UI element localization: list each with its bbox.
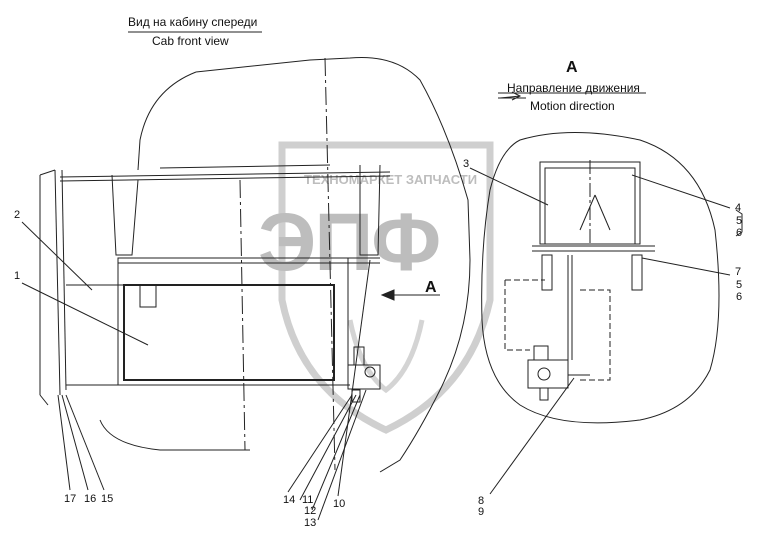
- callout-10: 10: [333, 498, 346, 510]
- callout-13: 13: [304, 517, 317, 529]
- main-title-ru: Вид на кабину спереди: [128, 15, 258, 29]
- callout-4: 4: [735, 202, 742, 214]
- watermark-text: ТЕХНОМАРКЕТ ЗАПЧАСТИ: [304, 172, 478, 187]
- callout-17: 17: [64, 493, 77, 505]
- callout-9: 9: [478, 506, 485, 518]
- callout-16: 16: [84, 493, 97, 505]
- callout-11: 11: [302, 494, 314, 506]
- callout-7: 7: [735, 266, 742, 278]
- callout-6: 6: [736, 227, 743, 239]
- watermark-logo: ЭПФ: [258, 197, 441, 288]
- callout-14: 14: [283, 494, 296, 506]
- view-a-letter: A: [566, 59, 578, 76]
- callout-5b: 5: [736, 279, 743, 291]
- view-a-marker: A: [425, 279, 437, 296]
- callout-5: 5: [736, 215, 743, 227]
- main-title-en: Cab front view: [152, 34, 229, 48]
- callout-8: 8: [478, 495, 485, 507]
- direction-title-ru: Направление движения: [507, 81, 640, 95]
- callout-12: 12: [304, 505, 317, 517]
- callout-6b: 6: [736, 291, 743, 303]
- callout-2: 2: [14, 209, 21, 221]
- callout-3: 3: [463, 158, 470, 170]
- callout-1: 1: [14, 270, 21, 282]
- callout-15: 15: [101, 493, 114, 505]
- direction-title-en: Motion direction: [530, 99, 615, 113]
